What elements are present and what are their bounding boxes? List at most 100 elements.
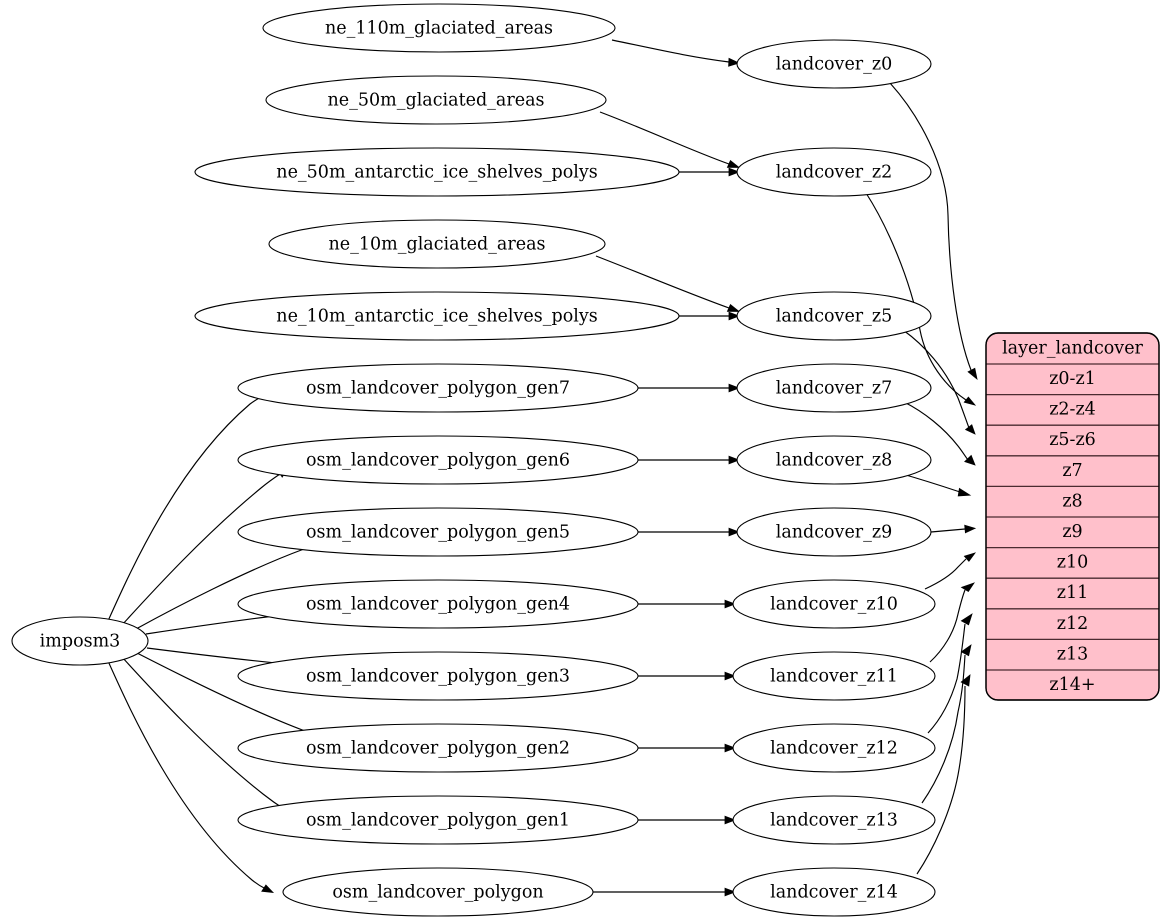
node-shape-landcover-z9[interactable] [736,507,932,557]
nodes-layer: imposm3 ne_110m_glaciated_areas ne_50m_g… [11,3,1160,917]
node-shape-osm-landcover-polygon-gen2[interactable] [237,723,639,773]
node-label-landcover-z11: landcover_z11 [770,667,898,687]
node-osm-landcover-polygon-gen3[interactable]: osm_landcover_polygon_gen3 [237,651,639,701]
node-label-landcover-z7: landcover_z7 [776,379,893,399]
node-shape-landcover-z10[interactable] [732,579,936,629]
edge-ne50mshelves-to-z2 [679,167,741,177]
node-landcover-z0[interactable]: landcover_z0 [736,39,932,89]
node-ne-10m-glaciated-areas[interactable]: ne_10m_glaciated_areas [268,219,606,269]
node-landcover-z9[interactable]: landcover_z9 [736,507,932,557]
node-layer-landcover-table[interactable]: layer_landcover z0-z1 z2-z4 z5-z6 z7 z8 … [985,332,1160,701]
edge-gen5-to-z9 [638,527,741,537]
node-shape-landcover-z7[interactable] [736,363,932,413]
table-row-label-z8: z8 [1062,491,1082,511]
table-row-label-z10: z10 [1057,553,1089,573]
node-shape-landcover-z13[interactable] [732,795,936,845]
node-shape-osm-landcover-polygon-gen4[interactable] [237,579,639,629]
node-label-landcover-z10: landcover_z10 [770,595,898,615]
table-row-label-z13: z13 [1057,644,1089,664]
edge-ne110m-to-z0 [611,39,741,67]
node-shape-landcover-z12[interactable] [732,723,936,773]
node-label-landcover-z0: landcover_z0 [776,55,893,75]
node-shape-ne-50m-antarctic-ice-shelves-polys[interactable] [194,147,680,197]
edge-imposm3-to-gen7 [107,391,274,622]
node-label-imposm3: imposm3 [40,632,121,652]
node-shape-ne-10m-glaciated-areas[interactable] [268,219,606,269]
node-shape-ne-50m-glaciated-areas[interactable] [265,75,607,125]
node-shape-osm-landcover-polygon-gen7[interactable] [237,363,639,413]
node-shape-landcover-z11[interactable] [732,651,936,701]
node-osm-landcover-polygon-gen6[interactable]: osm_landcover_polygon_gen6 [237,435,639,485]
node-osm-landcover-polygon[interactable]: osm_landcover_polygon [282,867,594,917]
edge-z0-to-row-z0z1 [889,82,978,381]
node-landcover-z2[interactable]: landcover_z2 [736,147,932,197]
edge-z9-to-row-z9 [930,524,977,534]
node-label-ne-50m-glaciated-areas: ne_50m_glaciated_areas [328,91,545,111]
node-landcover-z7[interactable]: landcover_z7 [736,363,932,413]
edge-gen6-to-z8 [638,455,741,465]
node-label-osm-landcover-polygon-gen4: osm_landcover_polygon_gen4 [306,595,570,615]
node-shape-osm-landcover-polygon-gen1[interactable] [237,795,639,845]
table-outline [985,332,1160,701]
edge-imposm3-to-polygon [107,660,275,894]
node-ne-50m-glaciated-areas[interactable]: ne_50m_glaciated_areas [265,75,607,125]
node-osm-landcover-polygon-gen4[interactable]: osm_landcover_polygon_gen4 [237,579,639,629]
node-label-osm-landcover-polygon-gen3: osm_landcover_polygon_gen3 [306,667,570,687]
node-ne-10m-antarctic-ice-shelves-polys[interactable]: ne_10m_antarctic_ice_shelves_polys [194,291,680,341]
node-ne-50m-antarctic-ice-shelves-polys[interactable]: ne_50m_antarctic_ice_shelves_polys [194,147,680,197]
edge-ne50mglac-to-z2 [599,111,741,168]
node-shape-landcover-z2[interactable] [736,147,932,197]
node-landcover-z10[interactable]: landcover_z10 [732,579,936,629]
node-shape-ne-10m-antarctic-ice-shelves-polys[interactable] [194,291,680,341]
node-osm-landcover-polygon-gen5[interactable]: osm_landcover_polygon_gen5 [237,507,639,557]
node-label-osm-landcover-polygon: osm_landcover_polygon [332,883,543,903]
node-label-landcover-z14: landcover_z14 [770,883,898,903]
node-label-ne-50m-antarctic-ice-shelves-polys: ne_50m_antarctic_ice_shelves_polys [276,163,597,183]
node-landcover-z13[interactable]: landcover_z13 [732,795,936,845]
edge-gen2-to-z12 [638,743,737,753]
table-row-label-z9: z9 [1062,522,1082,542]
node-label-landcover-z8: landcover_z8 [776,451,893,471]
node-osm-landcover-polygon-gen1[interactable]: osm_landcover_polygon_gen1 [237,795,639,845]
node-shape-ne-110m-glaciated-areas[interactable] [262,3,616,53]
node-landcover-z8[interactable]: landcover_z8 [736,435,932,485]
node-landcover-z14[interactable]: landcover_z14 [732,867,936,917]
node-label-landcover-z12: landcover_z12 [770,739,898,759]
node-landcover-z5[interactable]: landcover_z5 [736,291,932,341]
node-shape-landcover-z8[interactable] [736,435,932,485]
node-shape-landcover-z5[interactable] [736,291,932,341]
node-landcover-z11[interactable]: landcover_z11 [732,651,936,701]
edge-gen3-to-z11 [638,671,737,681]
node-landcover-z12[interactable]: landcover_z12 [732,723,936,773]
node-osm-landcover-polygon-gen2[interactable]: osm_landcover_polygon_gen2 [237,723,639,773]
table-row-label-z0-z1: z0-z1 [1049,369,1096,389]
edge-gen1-to-z13 [638,815,737,825]
node-imposm3[interactable]: imposm3 [11,616,149,666]
edge-z10-to-row-z10 [924,552,977,590]
node-label-ne-10m-glaciated-areas: ne_10m_glaciated_areas [329,235,546,255]
edge-z5-to-row-z5z6 [902,329,976,435]
node-ne-110m-glaciated-areas[interactable]: ne_110m_glaciated_areas [262,3,616,53]
edge-polygon-to-z14 [593,887,737,897]
edge-z11-to-row-z11 [929,582,975,663]
node-shape-osm-landcover-polygon[interactable] [282,867,594,917]
edge-ne10mshelves-to-z5 [679,311,741,321]
node-shape-imposm3[interactable] [11,616,149,666]
node-label-osm-landcover-polygon-gen1: osm_landcover_polygon_gen1 [306,811,570,831]
edge-z12-to-row-z12 [927,613,973,734]
node-osm-landcover-polygon-gen7[interactable]: osm_landcover_polygon_gen7 [237,363,639,413]
node-shape-landcover-z0[interactable] [736,39,932,89]
node-label-osm-landcover-polygon-gen2: osm_landcover_polygon_gen2 [306,739,570,759]
node-label-ne-110m-glaciated-areas: ne_110m_glaciated_areas [325,19,553,39]
table-row-label-z14plus: z14+ [1049,675,1095,695]
edge-z13-to-row-z13 [921,644,972,804]
edge-z14-to-row-z14plus [916,674,971,875]
table-row-label-z2-z4: z2-z4 [1049,400,1096,420]
node-shape-osm-landcover-polygon-gen6[interactable] [237,435,639,485]
node-shape-osm-landcover-polygon-gen5[interactable] [237,507,639,557]
node-shape-osm-landcover-polygon-gen3[interactable] [237,651,639,701]
node-label-osm-landcover-polygon-gen5: osm_landcover_polygon_gen5 [306,523,570,543]
node-shape-landcover-z14[interactable] [732,867,936,917]
